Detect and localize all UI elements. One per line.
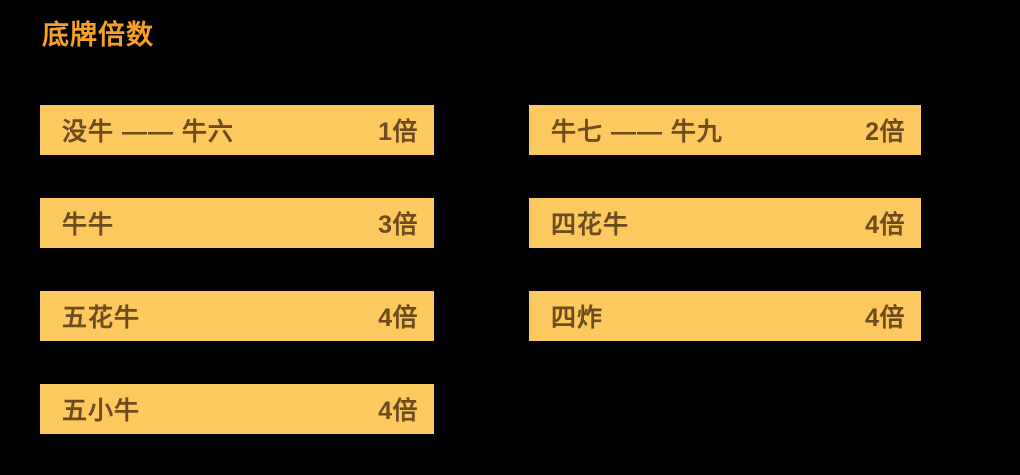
- multiplier-row-label: 四花牛: [551, 211, 630, 239]
- multiplier-row: 牛牛 3倍: [40, 198, 434, 248]
- multiplier-row: 五小牛 4倍: [40, 384, 434, 434]
- multiplier-row-label: 牛牛: [62, 211, 115, 239]
- multiplier-row-label: 五花牛: [62, 304, 141, 332]
- multiplier-row-value: 4倍: [378, 397, 418, 425]
- multiplier-row-label: 没牛 —— 牛六: [62, 118, 234, 146]
- multiplier-row-value: 4倍: [865, 211, 905, 239]
- multiplier-row-value: 4倍: [378, 304, 418, 332]
- multiplier-row: 五花牛 4倍: [40, 291, 434, 341]
- multiplier-row-value: 3倍: [378, 211, 418, 239]
- page-title: 底牌倍数: [42, 20, 154, 50]
- multiplier-row-value: 1倍: [378, 118, 418, 146]
- multiplier-row: 四炸 4倍: [529, 291, 921, 341]
- multiplier-row-label: 牛七 —— 牛九: [551, 118, 723, 146]
- multiplier-list-left: 没牛 —— 牛六 1倍 牛牛 3倍 五花牛 4倍 五小牛 4倍: [40, 105, 434, 434]
- multiplier-row-value: 4倍: [865, 304, 905, 332]
- multiplier-row-label: 五小牛: [62, 397, 141, 425]
- multiplier-row: 四花牛 4倍: [529, 198, 921, 248]
- multiplier-row: 牛七 —— 牛九 2倍: [529, 105, 921, 155]
- multiplier-list-right: 牛七 —— 牛九 2倍 四花牛 4倍 四炸 4倍: [529, 105, 921, 341]
- multiplier-row-value: 2倍: [865, 118, 905, 146]
- multiplier-row: 没牛 —— 牛六 1倍: [40, 105, 434, 155]
- multiplier-row-label: 四炸: [551, 304, 604, 332]
